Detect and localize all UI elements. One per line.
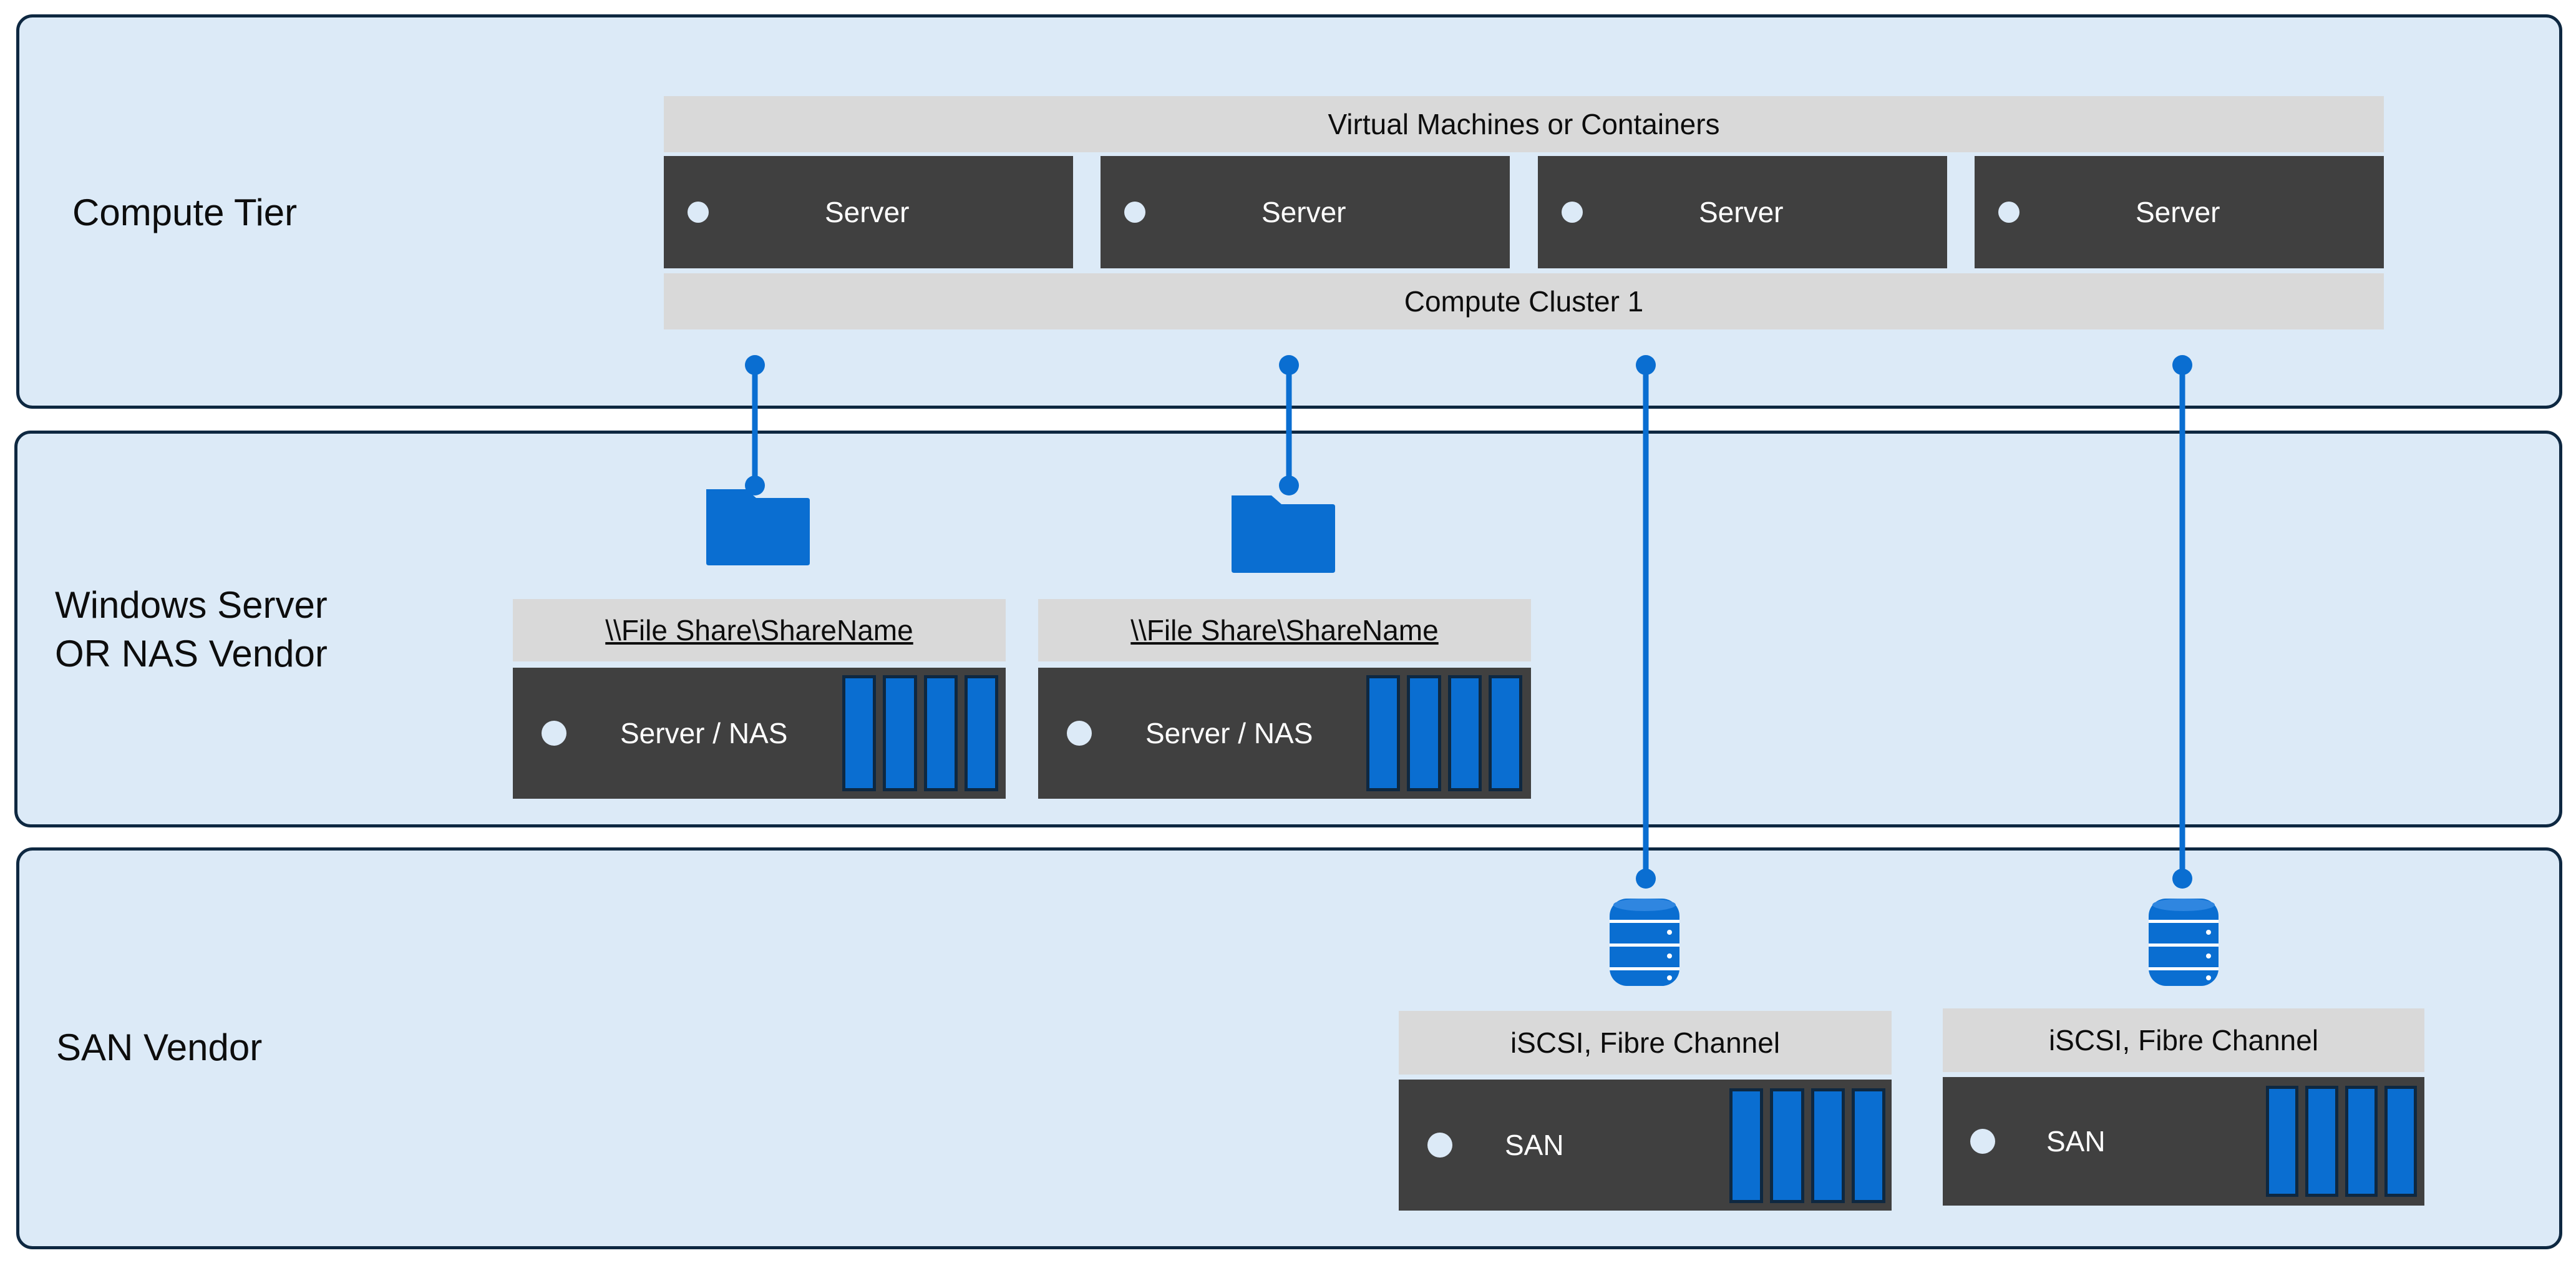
san-protocol-label: iSCSI, Fibre Channel <box>1510 1026 1781 1059</box>
drive-bay-icon <box>2266 1086 2299 1197</box>
nas-server-label: Server / NAS <box>620 717 788 749</box>
compute-tier-label: Compute Tier <box>72 192 298 233</box>
connector-endpoint <box>1636 869 1656 889</box>
drive-bay-icon <box>1729 1088 1764 1203</box>
file-share-bar-1: \\File Share\ShareName <box>513 599 1006 661</box>
compute-cluster-bar: Compute Cluster 1 <box>664 273 2384 329</box>
drive-bay-icon <box>2345 1086 2378 1197</box>
compute-server-2: Server <box>1101 156 1510 268</box>
power-led-icon <box>1427 1133 1452 1158</box>
nas-tier-label: Windows Server OR NAS Vendor <box>55 584 328 675</box>
san-tier-label: SAN Vendor <box>56 1026 263 1068</box>
connector-endpoint <box>745 355 765 375</box>
san-array-2: SAN <box>1943 1077 2424 1206</box>
drive-bays <box>2266 1086 2417 1197</box>
power-led-icon <box>542 721 566 746</box>
database-icon <box>2149 899 2219 986</box>
power-led-icon <box>1067 721 1092 746</box>
file-share-path: \\File Share\ShareName <box>605 614 913 646</box>
san-label: SAN <box>2046 1125 2106 1158</box>
file-share-bar-2: \\File Share\ShareName <box>1038 599 1531 661</box>
power-led-icon <box>1998 202 2019 223</box>
server-label: Server <box>825 196 910 228</box>
drive-bay-icon <box>1366 675 1401 791</box>
drive-bay-icon <box>1447 675 1482 791</box>
connector-endpoint <box>745 475 765 495</box>
vm-container-label: Virtual Machines or Containers <box>1328 108 1720 140</box>
connector-endpoint <box>2172 355 2192 375</box>
drive-bay-icon <box>1810 1088 1845 1203</box>
power-led-icon <box>1970 1129 1995 1154</box>
connector-endpoint <box>2172 869 2192 889</box>
drive-bay-icon <box>1851 1088 1885 1203</box>
power-led-icon <box>1562 202 1583 223</box>
san-protocol-bar-2: iSCSI, Fibre Channel <box>1943 1008 2424 1072</box>
compute-server-1: Server <box>664 156 1073 268</box>
folder-icon <box>1232 495 1335 573</box>
connector-endpoint <box>1279 475 1299 495</box>
file-share-path: \\File Share\ShareName <box>1130 614 1439 646</box>
drive-bay-icon <box>1488 675 1522 791</box>
compute-server-4: Server <box>1975 156 2384 268</box>
nas-server-1: Server / NAS <box>513 668 1006 799</box>
server-label: Server <box>2136 196 2220 228</box>
connector-endpoint <box>1636 355 1656 375</box>
folder-icon <box>706 489 810 565</box>
san-label: SAN <box>1505 1129 1564 1161</box>
drive-bay-icon <box>2305 1086 2338 1197</box>
power-led-icon <box>688 202 709 223</box>
san-protocol-bar-1: iSCSI, Fibre Channel <box>1399 1011 1892 1075</box>
drive-bays <box>1366 675 1522 791</box>
nas-server-label: Server / NAS <box>1145 717 1313 749</box>
power-led-icon <box>1124 202 1145 223</box>
vm-container-bar: Virtual Machines or Containers <box>664 96 2384 152</box>
compute-cluster-label: Compute Cluster 1 <box>1404 285 1644 318</box>
drive-bay-icon <box>1770 1088 1804 1203</box>
san-array-1: SAN <box>1399 1080 1892 1211</box>
drive-bay-icon <box>842 675 877 791</box>
drive-bay-icon <box>2384 1086 2417 1197</box>
drive-bay-icon <box>883 675 917 791</box>
nas-server-2: Server / NAS <box>1038 668 1531 799</box>
drive-bays <box>1729 1088 1885 1203</box>
drive-bay-icon <box>1407 675 1441 791</box>
database-icon <box>1610 899 1679 986</box>
san-protocol-label: iSCSI, Fibre Channel <box>2048 1024 2319 1056</box>
connector-endpoint <box>1279 355 1299 375</box>
drive-bay-icon <box>964 675 998 791</box>
drive-bay-icon <box>923 675 958 791</box>
server-label: Server <box>1261 196 1346 228</box>
compute-server-3: Server <box>1538 156 1947 268</box>
drive-bays <box>842 675 998 791</box>
server-label: Server <box>1699 196 1784 228</box>
